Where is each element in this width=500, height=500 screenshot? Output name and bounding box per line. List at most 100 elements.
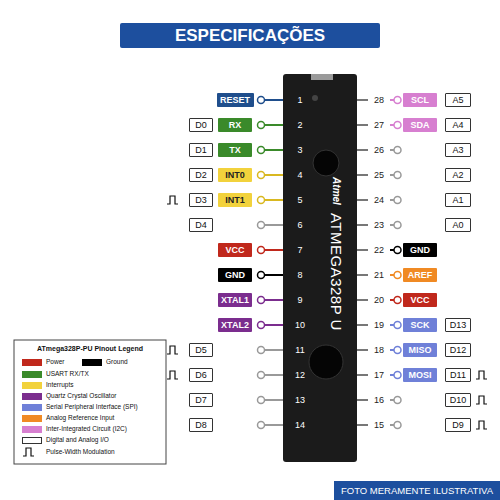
pin-number: 9 [290, 295, 310, 305]
chip-mark [309, 345, 343, 379]
pin-function-tag: RX [218, 118, 252, 132]
pin-terminal [258, 272, 265, 279]
pin-function-tag: AREF [403, 268, 437, 282]
pin-number-box: D10 [445, 393, 471, 407]
pin-number: 13 [290, 395, 310, 405]
pin-label: AREF [408, 270, 433, 280]
legend-title: ATmega328P-PU Pinout Legend [14, 345, 166, 352]
legend-box [14, 340, 166, 464]
pin-number: 6 [290, 220, 310, 230]
pin-number: 4 [290, 170, 310, 180]
pin-terminal [258, 197, 265, 204]
pin-number-box: D1 [189, 143, 213, 157]
pin-label: D0 [195, 120, 207, 130]
pin-number-box: D4 [189, 218, 213, 232]
pin-number: 25 [369, 170, 389, 180]
pin-function-tag: SCK [403, 318, 437, 332]
pin-label: VCC [410, 295, 429, 305]
pin-number-box: D8 [189, 418, 213, 432]
chip-text: AtmelATMEGA328P U [328, 177, 345, 331]
ic-chip: AtmelATMEGA328P U [283, 74, 357, 462]
pin-number: 27 [369, 120, 389, 130]
pin-wire [265, 399, 283, 401]
pin-number-box: D11 [445, 368, 471, 382]
pin-label: D6 [195, 370, 207, 380]
pin-leg [357, 424, 368, 426]
pin-function-tag: XTAL2 [218, 318, 252, 332]
pin-number: 11 [290, 345, 310, 355]
pin-number: 14 [290, 420, 310, 430]
pin-leg [357, 174, 368, 176]
pin-number-box: A5 [445, 93, 471, 107]
pin-number-box: D13 [445, 318, 471, 332]
pin-number: 22 [369, 245, 389, 255]
pin-label: D3 [195, 195, 207, 205]
pin-function-tag: GND [218, 268, 252, 282]
chip-name: ATMEGA328P U [328, 213, 345, 331]
pin-label: A4 [452, 120, 463, 130]
pin-label: MISO [408, 345, 431, 355]
pin-label: XTAL2 [221, 320, 249, 330]
pin-leg [357, 224, 368, 226]
pin-label: D5 [195, 345, 207, 355]
pin-number: 10 [290, 320, 310, 330]
pin-wire [265, 224, 283, 226]
pin-number: 28 [369, 95, 389, 105]
pin-number: 26 [369, 145, 389, 155]
pin-function-tag: GND [403, 243, 437, 257]
pin-terminal [394, 222, 401, 229]
pin-number: 16 [369, 395, 389, 405]
pin-wire [265, 324, 283, 326]
pin-label: D4 [195, 220, 207, 230]
pin-function-tag: INT1 [218, 193, 252, 207]
pin-label: RX [229, 120, 242, 130]
pin-label: D7 [195, 395, 207, 405]
pin-leg [357, 299, 368, 301]
pin-function-tag: XTAL1 [218, 293, 252, 307]
pin-wire [265, 249, 283, 251]
pin-terminal [258, 172, 265, 179]
pin-terminal [258, 297, 265, 304]
legend-text: Power [46, 358, 64, 366]
pin-number: 19 [369, 320, 389, 330]
pin-number: 5 [290, 195, 310, 205]
pin-label: RESET [220, 95, 250, 105]
pin-wire [265, 99, 283, 101]
pin-label: A3 [452, 145, 463, 155]
pin-wire [265, 274, 283, 276]
pin-number: 20 [369, 295, 389, 305]
pin-label: D8 [195, 420, 207, 430]
pin-terminal [394, 172, 401, 179]
pin-leg [357, 349, 368, 351]
caption-banner: FOTO MERAMENTE ILUSTRATIVA [334, 481, 500, 500]
pin-terminal [258, 97, 265, 104]
pin-function-tag: MOSI [403, 368, 437, 382]
pin-label: D13 [450, 320, 467, 330]
pin-terminal [394, 297, 401, 304]
legend-swatch [22, 393, 42, 400]
pin-label: SCK [410, 320, 429, 330]
pin-function-tag: SCL [403, 93, 437, 107]
pin-label: INT1 [225, 195, 245, 205]
pin-number-box: D7 [189, 393, 213, 407]
pin-label: A5 [452, 95, 463, 105]
legend-swatch [22, 371, 42, 378]
pin-label: D9 [452, 420, 464, 430]
pin-number: 3 [290, 145, 310, 155]
pin-label: D10 [450, 395, 467, 405]
pin-label: D11 [450, 370, 466, 380]
legend-text: Quartz Crystal Oscillator [46, 392, 116, 400]
pin1-dot [312, 95, 318, 101]
pin-terminal [394, 372, 401, 379]
pin-number-box: A4 [445, 118, 471, 132]
pin-number: 2 [290, 120, 310, 130]
pin-number-box: A0 [445, 218, 471, 232]
chip-logo: Atmel [331, 177, 342, 205]
legend-swatch [22, 382, 42, 389]
legend-swatch [82, 359, 102, 366]
pin-terminal [394, 422, 401, 429]
pin-number: 1 [290, 95, 310, 105]
pin-function-tag: VCC [403, 293, 437, 307]
pin-terminal [258, 397, 265, 404]
pin-label: D1 [195, 145, 207, 155]
